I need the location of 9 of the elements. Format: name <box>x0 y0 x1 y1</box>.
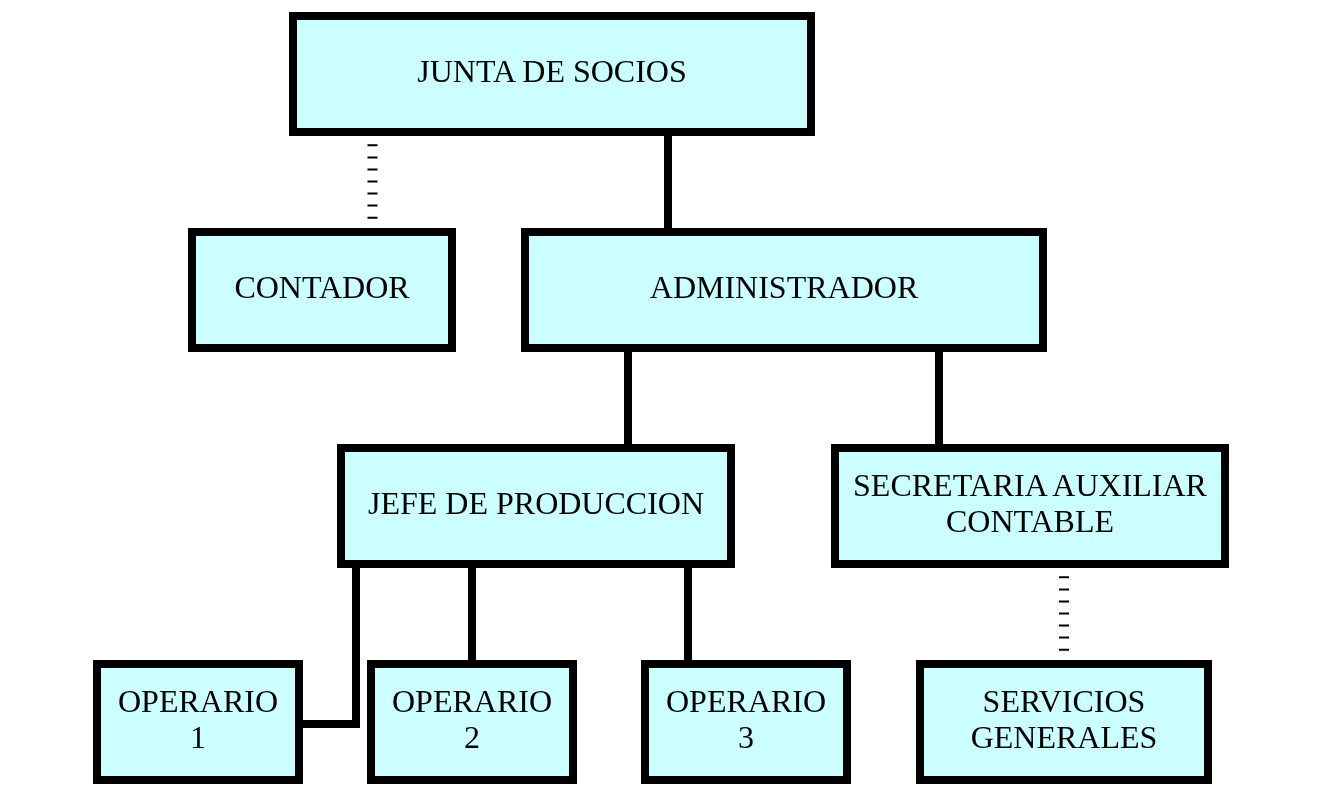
node-box: JUNTA DE SOCIOS <box>288 12 815 136</box>
node-box: OPERARIO 2 <box>366 660 577 784</box>
node-box: JEFE DE PRODUCCION <box>336 444 735 568</box>
node-box: OPERARIO 1 <box>92 660 303 784</box>
node-box: SECRETARIA AUXILIAR CONTABLE <box>830 444 1229 568</box>
node-box: CONTADOR <box>187 228 456 352</box>
node-box: SERVICIOS GENERALES <box>915 660 1212 784</box>
node-box: ADMINISTRADOR <box>520 228 1047 352</box>
node-box: OPERARIO 3 <box>640 660 851 784</box>
